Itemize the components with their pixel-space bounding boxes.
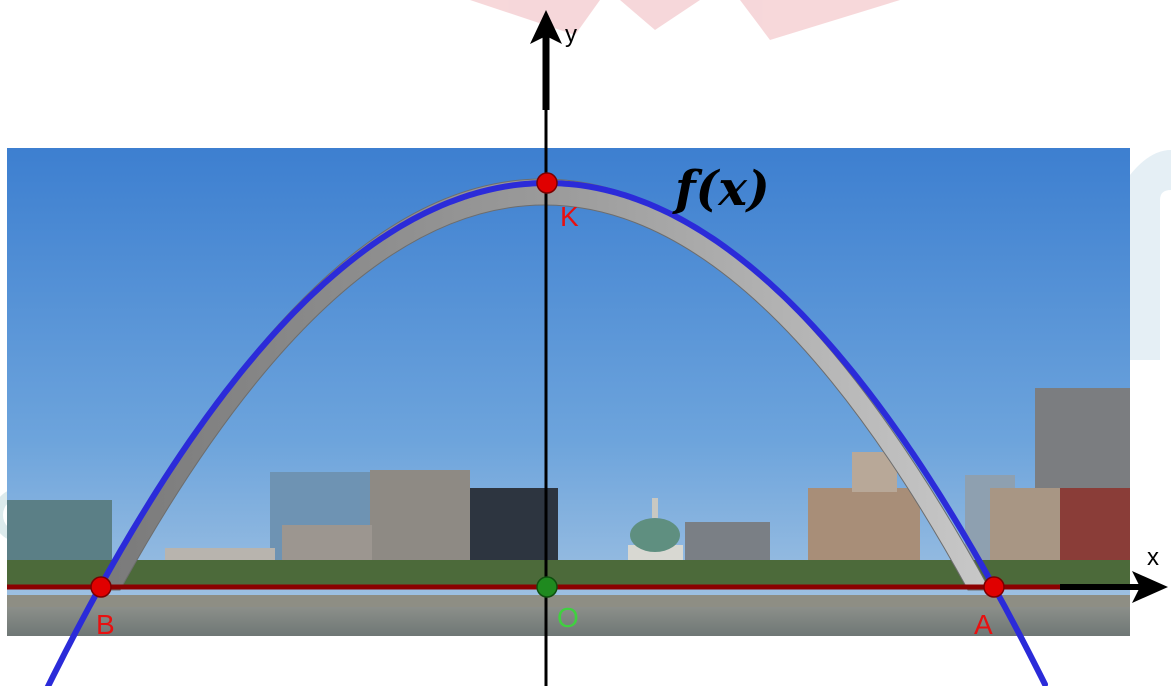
vertex-point-k[interactable] (536, 172, 558, 194)
x-axis-label: x (1147, 544, 1159, 571)
vertex-label: K (560, 201, 579, 232)
up-arrow-icon (530, 10, 562, 44)
y-axis-label: y (565, 21, 577, 48)
photo-background (7, 148, 1130, 636)
origin-label: O (557, 602, 579, 633)
right-arrow-icon (1132, 571, 1168, 603)
function-label: f(x) (672, 161, 770, 217)
root-point-b[interactable] (90, 576, 112, 598)
root-label-a: A (974, 609, 993, 640)
root-label-b: B (96, 609, 115, 640)
root-point-a[interactable] (983, 576, 1005, 598)
origin-point-o[interactable] (536, 576, 558, 598)
x-axis (7, 571, 1168, 603)
